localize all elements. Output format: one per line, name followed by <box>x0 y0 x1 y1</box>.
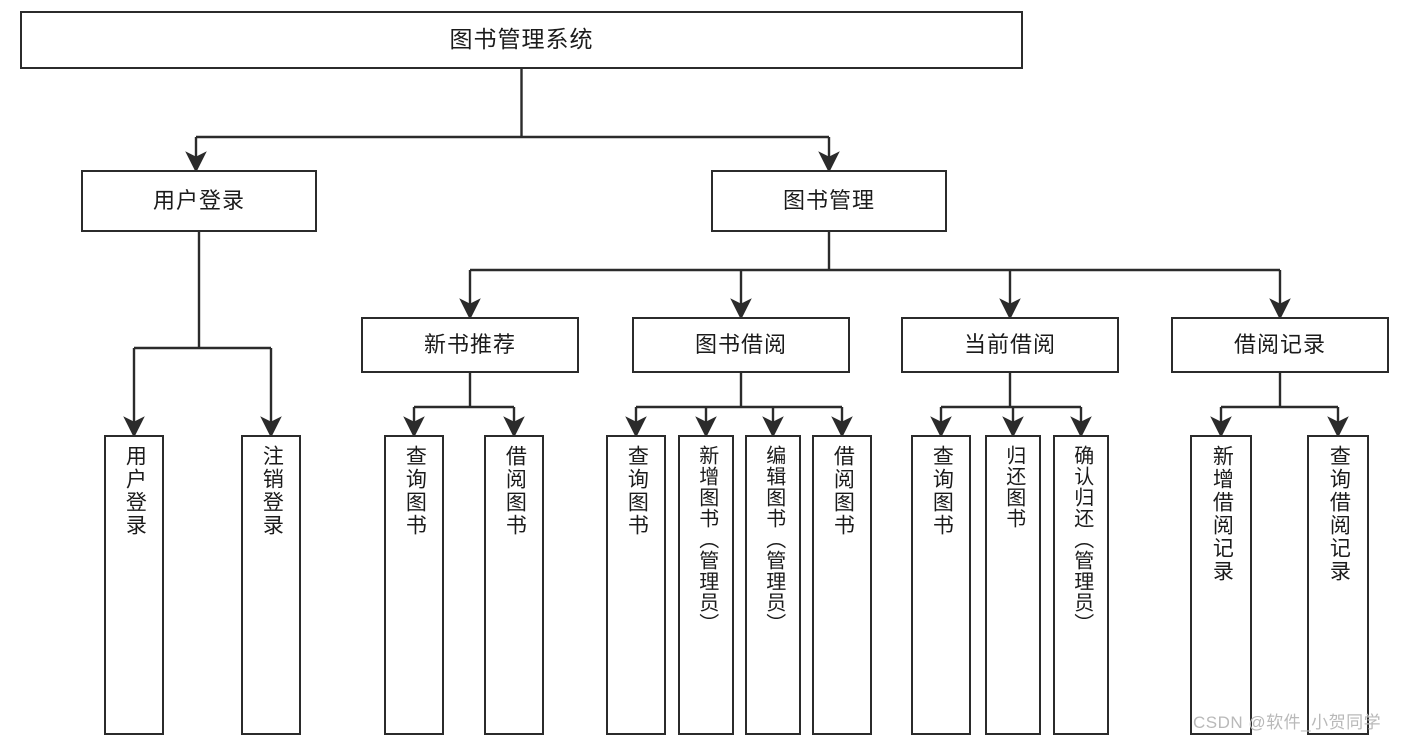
node-leaf-borrow-book-1[interactable]: 借阅图书 <box>484 435 544 735</box>
node-book-borrow[interactable]: 图书借阅 <box>632 317 850 373</box>
node-user-login-label: 用户登录 <box>152 187 245 213</box>
node-leaf-add-book-label: 新增图书（管理员） <box>695 445 718 634</box>
node-leaf-logout-label: 注销登录 <box>260 445 284 537</box>
node-leaf-return-book[interactable]: 归还图书 <box>985 435 1041 735</box>
node-leaf-query-book-1-label: 查询图书 <box>403 445 427 537</box>
node-leaf-return-book-label: 归还图书 <box>1002 445 1025 529</box>
node-user-login[interactable]: 用户登录 <box>81 170 317 232</box>
node-leaf-borrow-book-2-label: 借阅图书 <box>831 445 855 537</box>
node-leaf-add-record[interactable]: 新增借阅记录 <box>1190 435 1252 735</box>
node-leaf-user-login[interactable]: 用户登录 <box>104 435 164 735</box>
node-book-borrow-label: 图书借阅 <box>694 331 787 357</box>
node-borrow-record[interactable]: 借阅记录 <box>1171 317 1389 373</box>
node-leaf-query-book-3-label: 查询图书 <box>930 445 954 537</box>
node-leaf-confirm-return-label: 确认归还（管理员） <box>1070 445 1093 634</box>
node-leaf-query-book-1[interactable]: 查询图书 <box>384 435 444 735</box>
node-leaf-query-book-3[interactable]: 查询图书 <box>911 435 971 735</box>
node-book-manage-label: 图书管理 <box>782 187 875 213</box>
node-borrow-record-label: 借阅记录 <box>1233 331 1326 357</box>
node-leaf-user-login-label: 用户登录 <box>123 445 147 537</box>
node-leaf-borrow-book-2[interactable]: 借阅图书 <box>812 435 872 735</box>
node-book-manage[interactable]: 图书管理 <box>711 170 947 232</box>
node-leaf-borrow-book-1-label: 借阅图书 <box>503 445 527 537</box>
node-leaf-query-book-2-label: 查询图书 <box>625 445 649 537</box>
node-leaf-add-book[interactable]: 新增图书（管理员） <box>678 435 734 735</box>
node-leaf-add-record-label: 新增借阅记录 <box>1210 445 1234 583</box>
node-new-book-recommend-label: 新书推荐 <box>423 331 516 357</box>
node-new-book-recommend[interactable]: 新书推荐 <box>361 317 579 373</box>
node-leaf-query-record[interactable]: 查询借阅记录 <box>1307 435 1369 735</box>
node-leaf-logout[interactable]: 注销登录 <box>241 435 301 735</box>
node-leaf-query-record-label: 查询借阅记录 <box>1327 445 1351 583</box>
node-current-borrow-label: 当前借阅 <box>963 331 1056 357</box>
node-leaf-edit-book[interactable]: 编辑图书（管理员） <box>745 435 801 735</box>
node-leaf-query-book-2[interactable]: 查询图书 <box>606 435 666 735</box>
node-root[interactable]: 图书管理系统 <box>20 11 1023 69</box>
node-root-label: 图书管理系统 <box>449 26 594 53</box>
node-leaf-confirm-return[interactable]: 确认归还（管理员） <box>1053 435 1109 735</box>
node-current-borrow[interactable]: 当前借阅 <box>901 317 1119 373</box>
csdn-watermark: CSDN @软件_小贺同学 <box>1193 713 1382 732</box>
node-leaf-edit-book-label: 编辑图书（管理员） <box>762 445 785 634</box>
